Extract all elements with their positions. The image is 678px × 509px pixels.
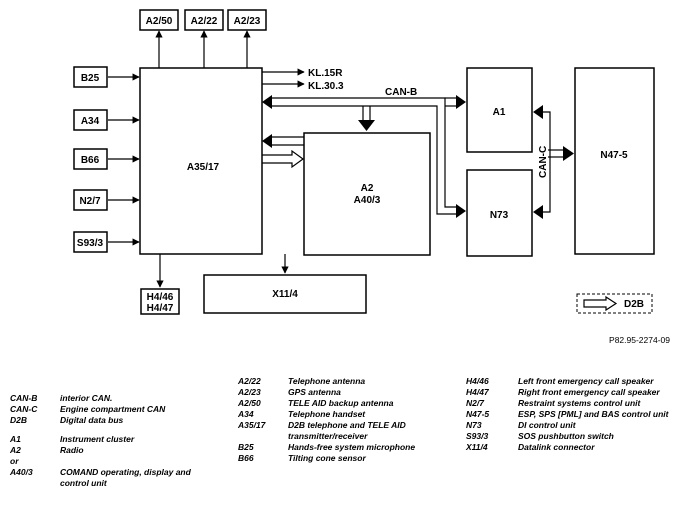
legend-entry: or xyxy=(10,456,19,466)
svg-text:B66: B66 xyxy=(81,155,100,166)
box-a34: A34 xyxy=(73,109,108,131)
box-x11-4: X11/4 xyxy=(203,274,367,314)
can-b-bus xyxy=(262,95,466,218)
svg-text:A2/23: A2/23 xyxy=(234,16,261,27)
box-a2-22: A2/22 xyxy=(184,9,224,31)
box-n47-5: N47-5 xyxy=(574,67,655,255)
svg-text:H4/46: H4/46 xyxy=(147,292,174,303)
svg-text:N2/7: N2/7 xyxy=(79,196,101,207)
svg-text:X11/4: X11/4 xyxy=(272,289,298,300)
block-diagram: A2/50 A2/22 A2/23 A35/17 B25 A34 B66 N2/… xyxy=(73,9,670,345)
d2b-legend-key: D2B xyxy=(576,293,653,314)
svg-text:A34: A34 xyxy=(81,116,100,127)
box-b25: B25 xyxy=(73,66,108,88)
d2b-link-lower xyxy=(262,149,305,169)
label-can-c: CAN-C xyxy=(538,146,549,178)
box-n73: N73 xyxy=(466,169,533,257)
svg-text:S93/3: S93/3 xyxy=(77,238,104,249)
svg-text:N73: N73 xyxy=(490,210,509,221)
svg-text:A2/50: A2/50 xyxy=(146,16,173,27)
box-a2-50: A2/50 xyxy=(139,9,179,31)
svg-text:A1: A1 xyxy=(493,107,506,118)
box-n2-7: N2/7 xyxy=(73,189,108,211)
box-a35-17: A35/17 xyxy=(139,67,263,255)
box-h4-46-47: H4/46 H4/47 xyxy=(140,288,180,315)
can-c-bus xyxy=(533,105,574,219)
svg-text:B25: B25 xyxy=(81,73,100,84)
svg-text:H4/47: H4/47 xyxy=(147,303,174,314)
svg-text:D2B: D2B xyxy=(624,299,644,310)
figure-id: P82.95-2274-09 xyxy=(609,335,670,345)
svg-text:N47-5: N47-5 xyxy=(600,150,628,161)
svg-text:A2: A2 xyxy=(361,183,374,194)
box-s93-3: S93/3 xyxy=(73,231,108,253)
label-can-b: CAN-B xyxy=(385,87,417,98)
svg-text:A2/22: A2/22 xyxy=(191,16,218,27)
svg-text:A35/17: A35/17 xyxy=(187,162,220,173)
box-a2-a40-3: A2 A40/3 xyxy=(303,132,431,256)
box-a2-23: A2/23 xyxy=(227,9,267,31)
box-a1: A1 xyxy=(466,67,533,153)
svg-text:A40/3: A40/3 xyxy=(354,195,381,206)
label-kl30-3: KL.30.3 xyxy=(308,81,344,92)
label-kl15r: KL.15R xyxy=(308,68,343,79)
d2b-link-upper xyxy=(262,134,304,148)
box-b66: B66 xyxy=(73,148,108,170)
